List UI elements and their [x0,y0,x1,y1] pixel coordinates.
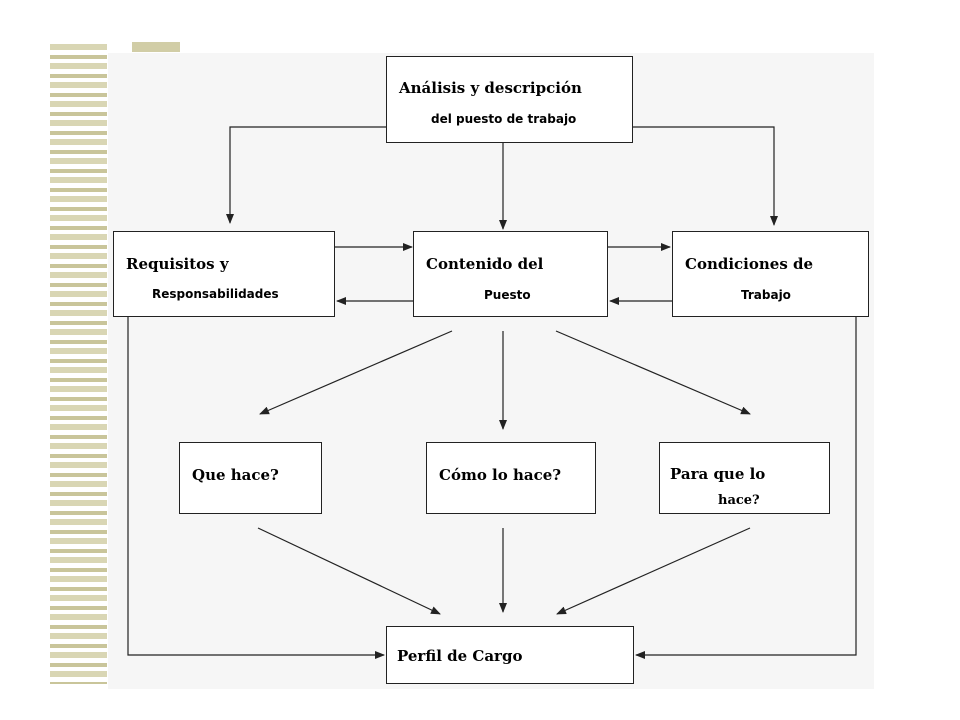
box-contenido-line1: Contenido del [426,255,544,273]
box-analisis-line1: Análisis y descripción [399,79,582,97]
decorative-stripes [50,44,107,684]
box-requisitos: Requisitos y Responsabilidades [113,231,335,317]
box-que-hace: Que hace? [179,442,322,514]
arrow-contenido-to-para [555,330,751,415]
arrow-que-to-perfil [257,527,441,615]
box-condiciones-line1: Condiciones de [685,255,814,273]
arrow-requisitos-to-perfil [127,316,385,659]
box-para-line1: Para que lo [670,465,766,483]
box-como-line1: Cómo lo hace? [439,466,562,484]
box-perfil-line1: Perfil de Cargo [397,647,523,665]
box-requisitos-line2: Responsabilidades [152,287,279,301]
box-condiciones-line2: Trabajo [741,288,791,302]
arrow-condiciones-to-perfil [635,316,857,659]
box-requisitos-line1: Requisitos y [126,255,229,273]
arrow-top-to-condiciones [632,126,778,226]
decorative-block [132,42,180,52]
arrow-para-to-perfil [556,527,751,615]
box-como-lo-hace: Cómo lo hace? [426,442,596,514]
box-contenido-line2: Puesto [484,288,531,302]
box-perfil-de-cargo: Perfil de Cargo [386,626,634,684]
box-que-hace-line1: Que hace? [192,466,279,484]
box-analisis-descripcion: Análisis y descripción del puesto de tra… [386,56,633,143]
box-para-que-lo-hace: Para que lo hace? [659,442,830,514]
box-contenido: Contenido del Puesto [413,231,608,317]
box-para-line2: hace? [718,493,760,508]
diagram-canvas [108,53,874,689]
arrow-top-to-requisitos [226,126,386,224]
box-condiciones: Condiciones de Trabajo [672,231,869,317]
arrow-contenido-to-que [259,330,453,415]
box-analisis-line2: del puesto de trabajo [431,112,577,126]
